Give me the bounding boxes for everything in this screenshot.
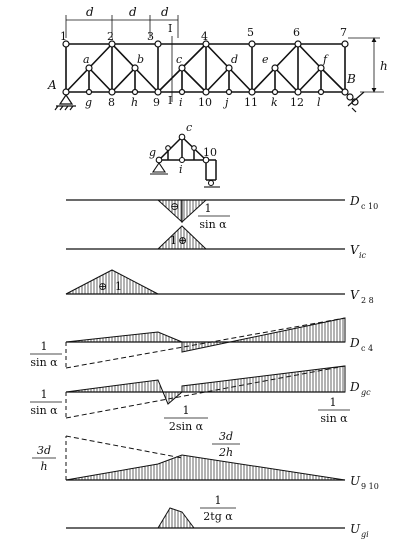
note-numerator-left: 1	[41, 388, 48, 401]
detail-label-c: c	[186, 121, 192, 134]
node-label-b: b	[137, 53, 144, 66]
node-label-8: 8	[108, 96, 115, 109]
node-label-5: 5	[247, 26, 254, 39]
dim-label-1: d	[86, 5, 94, 19]
line-subscript: 2 8	[361, 296, 374, 305]
node-label-d: d	[231, 53, 238, 66]
note-denominator-mid: 2sin α	[169, 420, 204, 433]
node-label-l: l	[317, 96, 321, 109]
node-label-j: j	[222, 96, 229, 109]
detail-label-i: i	[179, 163, 183, 176]
influence-line-vic: 1 ⊕ V ic	[66, 225, 367, 260]
line-name: U	[350, 474, 361, 488]
node-label-12: 12	[290, 96, 304, 109]
node-label-11: 11	[244, 96, 258, 109]
detail-labels: c g 10 i	[149, 121, 217, 176]
note-numerator-right: 1	[330, 396, 337, 409]
node-label-a: a	[83, 53, 90, 66]
line-name: D	[349, 336, 360, 350]
line-name: D	[349, 380, 360, 394]
node-label-9: 9	[153, 96, 160, 109]
node-label-4: 4	[201, 30, 208, 43]
note-numerator-mid: 1	[183, 404, 190, 417]
note-numerator: 1	[215, 494, 222, 507]
influence-line-ugi: 1 2tg α U gi	[66, 494, 369, 539]
node-label-f: f	[322, 53, 329, 66]
influence-line-dgc: 1 sin α 1 2sin α 1 sin α D gc	[30, 365, 371, 433]
node-label-6: 6	[293, 26, 300, 39]
dim-label-3: d	[161, 5, 169, 19]
section-label-bottom: I	[168, 94, 172, 107]
support-label-b: B	[346, 72, 356, 86]
plus-sign-icon: ⊕	[178, 234, 187, 247]
note-numerator: 1	[41, 340, 48, 353]
note-denominator-left: h	[40, 460, 47, 473]
node-label-e: e	[262, 53, 269, 66]
line-subscript: c 10	[361, 202, 378, 211]
value-label: 1	[115, 280, 122, 293]
note-numerator-right: 3d	[219, 430, 233, 443]
node-label-g: g	[85, 96, 92, 109]
line-name: U	[350, 522, 361, 536]
line-subscript: 9 10	[361, 482, 379, 491]
node-label-i: i	[179, 96, 183, 109]
note-denominator: sin α	[199, 218, 227, 231]
line-subscript: gi	[361, 530, 369, 539]
node-label-10: 10	[198, 96, 212, 109]
node-label-7: 7	[340, 26, 347, 39]
support-pin-icon	[54, 93, 76, 111]
note-denominator: 2tg α	[203, 510, 233, 523]
node-label-c: c	[176, 53, 182, 66]
line-subscript: ic	[359, 251, 367, 260]
value-label: 1	[170, 234, 177, 247]
node-label-k: k	[271, 96, 278, 109]
detail-label-10: 10	[203, 146, 217, 159]
support-roller-icon	[346, 91, 365, 113]
node-label-2: 2	[107, 30, 114, 43]
note-denominator-right: 2h	[218, 446, 233, 459]
note-denominator-right: sin α	[320, 412, 348, 425]
influence-line-u910: 3d h 3d 2h U 9 10	[32, 430, 379, 491]
line-name: V	[350, 288, 360, 302]
line-name: V	[350, 243, 360, 257]
line-subscript: gc	[361, 388, 371, 397]
detail-support-icon	[150, 162, 220, 188]
height-label: h	[380, 59, 388, 73]
node-label-1: 1	[60, 30, 67, 43]
node-label-3: 3	[147, 30, 154, 43]
minus-sign-icon: ⊖	[170, 200, 179, 213]
truss-labels: d d d h I I A B 1 2 3 4 5 6 7 8 9 10 11 …	[47, 5, 388, 109]
truss-nodes	[62, 40, 349, 96]
note-numerator: 1	[205, 202, 212, 215]
support-label-a: A	[47, 78, 57, 92]
note-numerator-left: 3d	[37, 444, 51, 457]
line-subscript: c 4	[361, 344, 373, 353]
detail-label-g: g	[149, 146, 156, 159]
influence-line-v28: ⊕ 1 V 2 8	[65, 269, 374, 305]
influence-line-dc10: ⊖ 1 sin α D c 10	[66, 194, 378, 231]
dim-label-2: d	[129, 5, 137, 19]
dimension-lines	[65, 15, 384, 93]
line-name: D	[349, 194, 360, 208]
plus-sign-icon: ⊕	[98, 280, 107, 293]
note-denominator-left: sin α	[30, 404, 58, 417]
truss	[54, 15, 384, 113]
influence-line-dc4: 1 sin α D c 4	[30, 317, 373, 369]
node-label-h: h	[131, 96, 138, 109]
note-denominator: sin α	[30, 356, 58, 369]
section-label-top: I	[168, 22, 172, 35]
detail-substructure	[150, 133, 220, 188]
